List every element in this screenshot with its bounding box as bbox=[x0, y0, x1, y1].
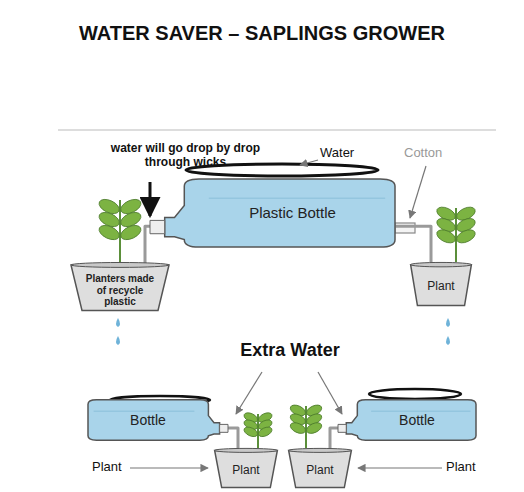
wick bbox=[228, 428, 238, 450]
wick bbox=[145, 226, 150, 264]
bottle-box: Bottle bbox=[88, 398, 228, 442]
plant-leaf bbox=[118, 223, 143, 243]
pointer-arrow bbox=[410, 166, 426, 218]
annotation: Water bbox=[320, 146, 354, 161]
planter-label: Plant bbox=[232, 464, 259, 478]
plant-leaf bbox=[435, 227, 458, 245]
planter-label: Planters made of recycle plastic bbox=[83, 273, 157, 308]
separator-line bbox=[58, 129, 496, 130]
annotation: Plant bbox=[446, 460, 476, 475]
plant-leaf bbox=[257, 425, 273, 438]
planter-box: Plant bbox=[410, 262, 472, 306]
bottle-opening bbox=[369, 389, 461, 399]
plant-leaf bbox=[97, 223, 122, 243]
plant-leaf bbox=[305, 421, 323, 436]
plant-leaf bbox=[455, 227, 478, 245]
annotation: water will go drop by drop through wicks bbox=[98, 142, 273, 170]
annotation: Cotton bbox=[404, 146, 442, 161]
pointer-arrow bbox=[300, 160, 318, 165]
pointer-arrow bbox=[130, 467, 208, 468]
plant-leaf bbox=[243, 425, 259, 438]
title: WATER SAVER – SAPLINGS GROWER bbox=[0, 22, 524, 45]
wick bbox=[330, 428, 338, 450]
planter-label: Plant bbox=[427, 280, 454, 294]
planter-box: Plant bbox=[214, 448, 278, 488]
bottle-label: Bottle bbox=[399, 412, 435, 428]
bottle-label: Bottle bbox=[130, 412, 166, 428]
plant-leaf bbox=[289, 421, 307, 436]
bottle-box: Plastic Bottle bbox=[150, 176, 395, 250]
pointer-arrow bbox=[358, 467, 442, 468]
pointer-arrow bbox=[149, 182, 152, 216]
planter-label: Plant bbox=[306, 464, 333, 478]
planter-box: Plant bbox=[288, 448, 352, 488]
pointer-arrow bbox=[236, 372, 262, 414]
planter-box: Planters made of recycle plastic bbox=[70, 262, 170, 311]
wick bbox=[395, 226, 431, 264]
cotton-plug bbox=[395, 223, 415, 233]
section-heading: Extra Water bbox=[205, 340, 375, 361]
annotation: Plant bbox=[92, 460, 122, 475]
bottle-label: Plastic Bottle bbox=[249, 204, 336, 221]
bottle-box: Bottle bbox=[338, 398, 476, 442]
